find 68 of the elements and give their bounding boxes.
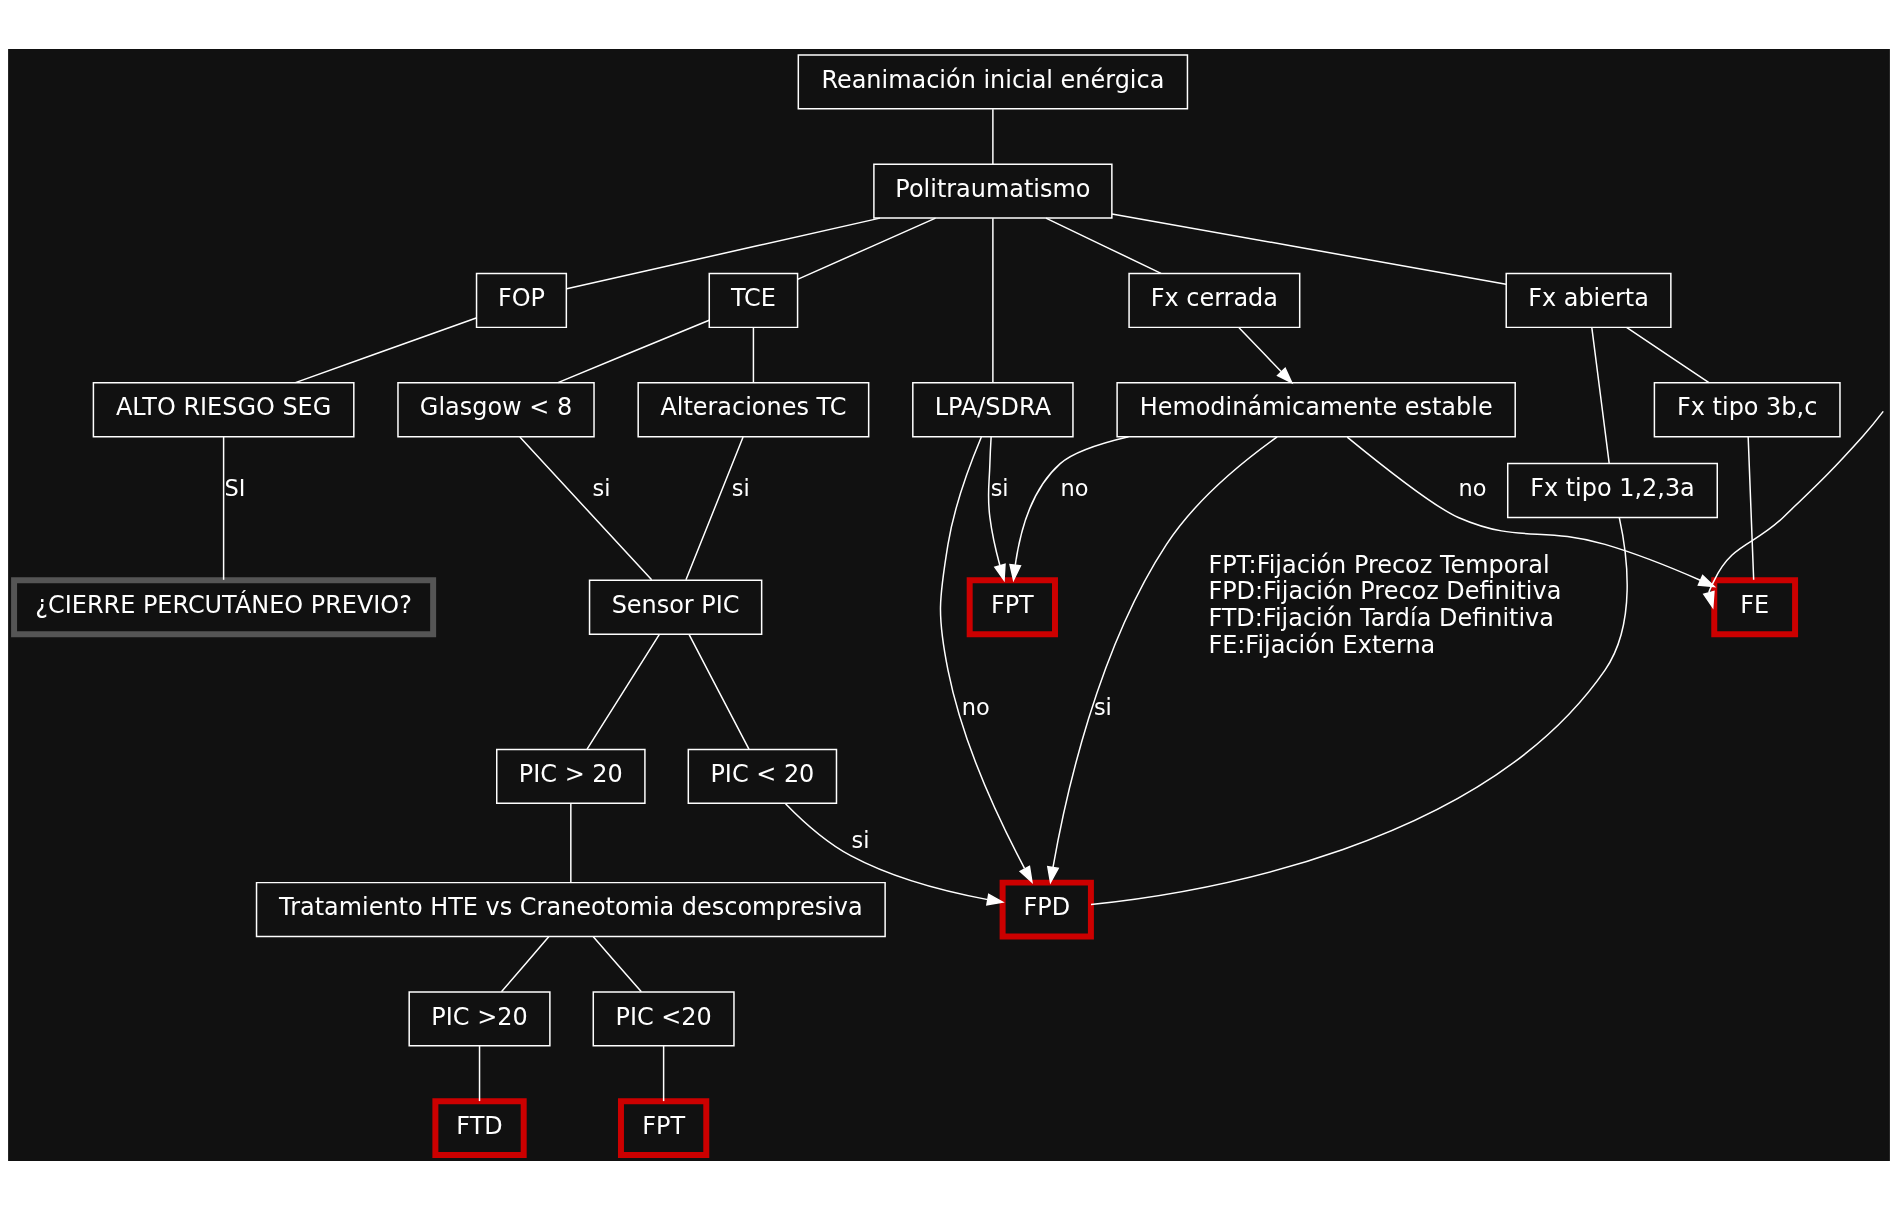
node-box: Fx abierta	[1505, 272, 1672, 328]
connector	[478, 1044, 481, 1102]
label: FPT:Fijación Precoz Temporal	[1208, 550, 1550, 579]
node-box: FOP	[475, 272, 568, 328]
node-box: Politraumatismo	[873, 163, 1113, 219]
label: FE:Fijación Externa	[1208, 630, 1436, 659]
arrow	[1697, 410, 1884, 609]
connector	[1045, 216, 1162, 274]
connector	[519, 435, 653, 581]
node-box: PIC < 20	[687, 748, 838, 804]
connector	[1090, 516, 1628, 905]
connector	[1111, 212, 1507, 285]
connector	[992, 217, 994, 383]
edge-label: si	[592, 474, 611, 501]
arrow	[1238, 326, 1294, 384]
connector	[1591, 326, 1610, 464]
arrow	[1046, 435, 1278, 884]
node-box: ¿CIERRE PERCUTÁNEO PREVIO?	[11, 576, 437, 637]
label: FTD:Fijación Tardía Definitiva	[1208, 603, 1554, 632]
node-box: FPT	[617, 1097, 710, 1158]
node-box: Sensor PIC	[588, 579, 763, 635]
node-box: FTD	[432, 1097, 527, 1158]
node-box: Alteraciones TC	[637, 381, 870, 437]
node-box: PIC >20	[408, 990, 551, 1046]
connector	[570, 802, 572, 883]
edge-label: no	[1458, 474, 1487, 501]
node-box: Glasgow < 8	[397, 381, 595, 437]
node-box: Fx tipo 3b,c	[1653, 381, 1841, 437]
connector	[500, 935, 550, 993]
node-box: Fx tipo 1,2,3a	[1506, 462, 1718, 518]
arrow	[1009, 435, 1130, 582]
connector	[796, 216, 937, 280]
edge-label: si	[731, 474, 750, 501]
node-box: LPA/SDRA	[912, 381, 1074, 437]
connector	[1625, 326, 1710, 383]
arrow	[784, 802, 1005, 906]
node-box: ALTO RIESGO SEG	[92, 381, 355, 437]
connector	[222, 435, 225, 581]
connector	[685, 435, 744, 581]
connector	[586, 633, 660, 750]
connector	[992, 107, 994, 165]
edge-label: SI	[224, 474, 246, 501]
node-box: Fx cerrada	[1128, 272, 1301, 328]
connector	[1747, 435, 1755, 581]
connector	[557, 318, 710, 383]
node-box: FE	[1711, 576, 1799, 637]
node-box: Reanimación inicial enérgica	[797, 53, 1189, 110]
node-box: FPD	[999, 879, 1094, 939]
node-box: TCE	[708, 272, 799, 328]
node-box: PIC > 20	[496, 748, 646, 804]
node-box: FPT	[966, 576, 1058, 637]
arrow	[939, 435, 1033, 884]
arrow	[987, 435, 1006, 582]
connector	[294, 316, 477, 383]
node-box: Hemodinámicamente estable	[1116, 381, 1516, 437]
node-box: PIC <20	[592, 990, 735, 1046]
edge-label: si	[1093, 693, 1112, 720]
arrow	[1346, 435, 1717, 587]
connector	[592, 935, 643, 993]
edge-label: si	[851, 826, 870, 853]
connector	[688, 633, 750, 750]
connector	[566, 216, 881, 289]
connector	[752, 326, 755, 383]
edge-label: si	[990, 474, 1009, 501]
node-box: Tratamiento HTE vs Craneotomia descompresiva	[255, 881, 886, 937]
connector	[662, 1044, 665, 1102]
edge-label: no	[1060, 474, 1089, 501]
edge-label: no	[961, 693, 990, 720]
